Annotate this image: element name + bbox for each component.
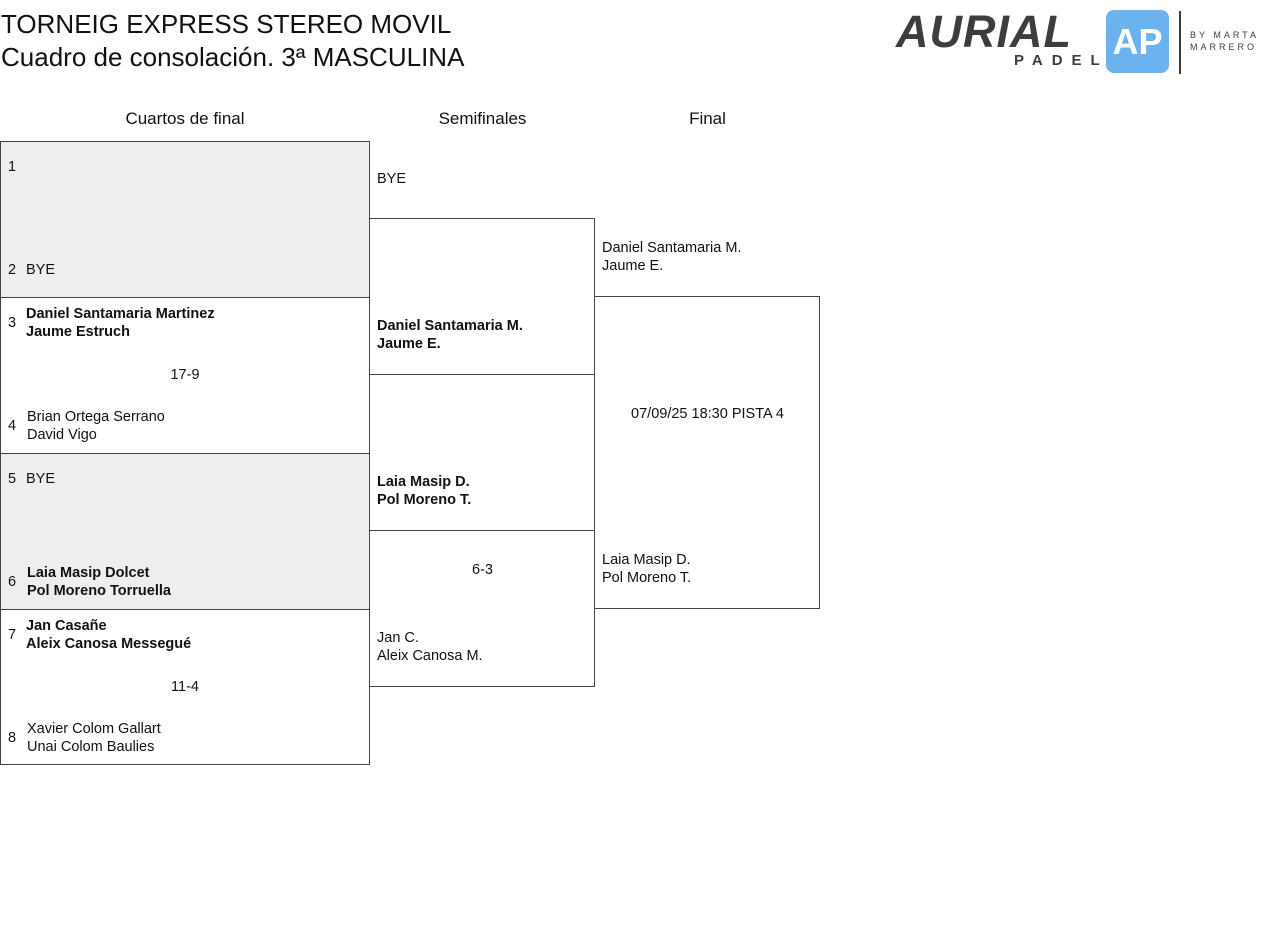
team-name: BYE bbox=[377, 171, 407, 187]
seed: 1 bbox=[8, 159, 17, 175]
team-player: David Vigo bbox=[27, 427, 97, 443]
team-player: Aleix Canosa M. bbox=[377, 648, 483, 664]
qf-match-4 bbox=[0, 609, 370, 765]
seed: 5 bbox=[8, 471, 17, 487]
seed: 2 bbox=[8, 262, 17, 278]
match-score: 17-9 bbox=[170, 367, 200, 383]
round-header-final: Final bbox=[689, 109, 726, 128]
team-player: Jan C. bbox=[377, 630, 419, 646]
team-player: Laia Masip D. bbox=[377, 474, 470, 490]
tournament-title: TORNEIG EXPRESS STEREO MOVIL bbox=[1, 9, 452, 39]
match-schedule: 07/09/25 18:30 PISTA 4 bbox=[631, 406, 784, 422]
round-header-quarterfinals: Cuartos de final bbox=[125, 109, 245, 128]
logo-ap-icon: AP bbox=[1106, 10, 1169, 73]
seed: 8 bbox=[8, 730, 17, 746]
team-name: BYE bbox=[26, 471, 56, 487]
logo-brand: AURIAL bbox=[896, 6, 1072, 57]
team-player: Jan Casañe bbox=[26, 618, 107, 634]
team-player: Daniel Santamaria M. bbox=[377, 318, 523, 334]
draw-subtitle: Cuadro de consolación. 3ª MASCULINA bbox=[1, 42, 465, 72]
team-player: Unai Colom Baulies bbox=[27, 739, 155, 755]
team-name: BYE bbox=[26, 262, 56, 278]
team-player: Pol Moreno Torruella bbox=[27, 583, 171, 599]
team-player: Daniel Santamaria M. bbox=[602, 240, 742, 256]
qf-match-1 bbox=[0, 141, 370, 298]
logo-sub: PADEL bbox=[1014, 52, 1109, 69]
team-player: Xavier Colom Gallart bbox=[27, 721, 161, 737]
seed: 6 bbox=[8, 574, 17, 590]
match-score: 11-4 bbox=[171, 679, 199, 695]
seed: 7 bbox=[8, 627, 17, 643]
team-player: Pol Moreno T. bbox=[377, 492, 472, 508]
final-match bbox=[594, 296, 820, 609]
team-player: Jaume Estruch bbox=[26, 324, 130, 340]
team-player: Pol Moreno T. bbox=[602, 570, 692, 586]
team-player: Jaume E. bbox=[602, 258, 664, 274]
seed: 3 bbox=[8, 315, 17, 331]
round-header-semifinals: Semifinales bbox=[438, 109, 527, 128]
team-player: Laia Masip D. bbox=[602, 552, 691, 568]
team-player: Laia Masip Dolcet bbox=[27, 565, 150, 581]
team-player: Daniel Santamaria Martinez bbox=[26, 306, 215, 322]
team-player: Jaume E. bbox=[377, 336, 441, 352]
seed: 4 bbox=[8, 418, 17, 434]
match-score: 6-3 bbox=[472, 562, 493, 578]
logo-divider bbox=[1179, 11, 1181, 74]
team-player: Aleix Canosa Messegué bbox=[26, 636, 192, 652]
team-player: Brian Ortega Serrano bbox=[27, 409, 165, 425]
